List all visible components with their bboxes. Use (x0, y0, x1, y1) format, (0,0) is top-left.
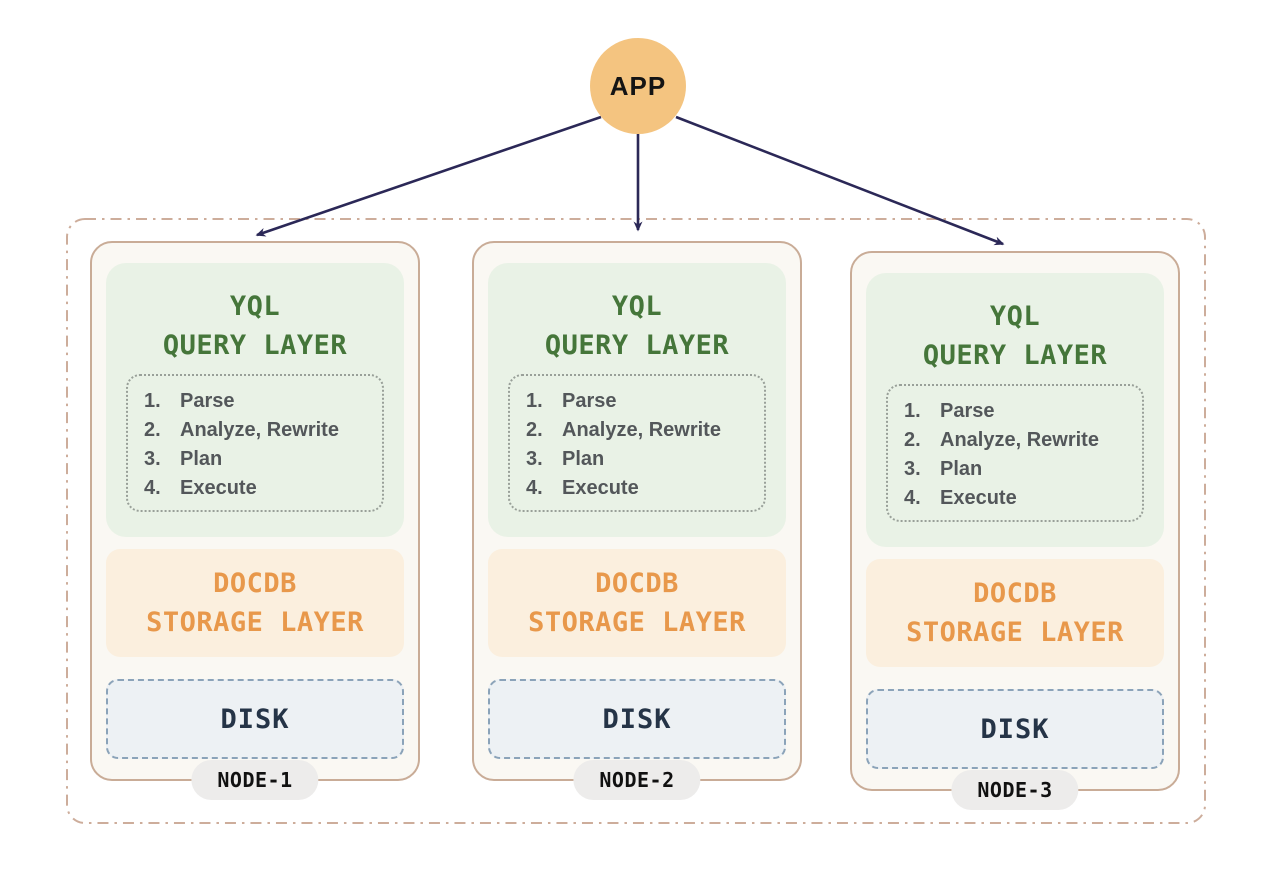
docdb-storage-layer: DOCDB STORAGE LAYER (488, 549, 786, 657)
step-label: Parse (180, 390, 235, 412)
storage-layer-title: DOCDB STORAGE LAYER (488, 564, 786, 642)
query-layer-title-line1: YQL (611, 291, 663, 322)
storage-layer-title-line1: DOCDB (595, 568, 679, 599)
step-label: Analyze, Rewrite (562, 419, 721, 441)
query-layer-title-line1: YQL (229, 291, 281, 322)
query-step: 2. Analyze, Rewrite (144, 416, 376, 445)
query-step: 3. Plan (904, 455, 1136, 484)
step-label: Execute (940, 487, 1017, 509)
query-step: 4. Execute (904, 484, 1136, 513)
disk-label: DISK (980, 713, 1050, 745)
node-name-label: NODE-2 (599, 768, 675, 792)
node-card-2: YQL QUERY LAYER 1. Parse 2. Analyze, Rew… (472, 241, 802, 800)
step-label: Analyze, Rewrite (180, 419, 339, 441)
disk-label: DISK (220, 703, 290, 735)
query-step: 1. Parse (904, 397, 1136, 426)
query-step: 4. Execute (526, 474, 758, 503)
query-steps-box: 1. Parse 2. Analyze, Rewrite 3. Plan 4. … (886, 384, 1144, 522)
node-card-1: YQL QUERY LAYER 1. Parse 2. Analyze, Rew… (90, 241, 420, 800)
app-label: APP (609, 70, 667, 101)
query-layer-title: YQL QUERY LAYER (106, 287, 404, 365)
query-layer-title: YQL QUERY LAYER (866, 297, 1164, 375)
step-label: Plan (940, 458, 983, 480)
docdb-storage-layer: DOCDB STORAGE LAYER (106, 549, 404, 657)
disk-box: DISK (488, 679, 786, 759)
query-step: 1. Parse (144, 387, 376, 416)
storage-layer-title: DOCDB STORAGE LAYER (106, 564, 404, 642)
yql-query-layer: YQL QUERY LAYER 1. Parse 2. Analyze, Rew… (488, 263, 786, 537)
step-number: 4. (904, 487, 921, 509)
step-label: Execute (562, 477, 639, 499)
node-name-pill: NODE-2 (573, 760, 701, 800)
query-step: 2. Analyze, Rewrite (526, 416, 758, 445)
query-step: 4. Execute (144, 474, 376, 503)
storage-layer-title-line1: DOCDB (973, 578, 1057, 609)
node-name-label: NODE-1 (217, 768, 293, 792)
arrow-app-to-node-3 (675, 115, 1005, 246)
storage-layer-title-line1: DOCDB (213, 568, 297, 599)
node-name-label: NODE-3 (977, 778, 1053, 802)
disk-box: DISK (106, 679, 404, 759)
query-layer-title-line2: QUERY LAYER (544, 330, 730, 361)
step-number: 1. (904, 400, 921, 422)
query-layer-title: YQL QUERY LAYER (488, 287, 786, 365)
node-name-pill: NODE-1 (191, 760, 319, 800)
yql-query-layer: YQL QUERY LAYER 1. Parse 2. Analyze, Rew… (106, 263, 404, 537)
yql-query-layer: YQL QUERY LAYER 1. Parse 2. Analyze, Rew… (866, 273, 1164, 547)
step-number: 2. (526, 419, 543, 441)
step-label: Execute (180, 477, 257, 499)
step-label: Plan (180, 448, 223, 470)
step-number: 3. (904, 458, 921, 480)
query-steps-box: 1. Parse 2. Analyze, Rewrite 3. Plan 4. … (126, 374, 384, 512)
storage-layer-title-line2: STORAGE LAYER (906, 617, 1124, 648)
storage-layer-title-line2: STORAGE LAYER (528, 607, 746, 638)
step-number: 1. (526, 390, 543, 412)
step-number: 2. (144, 419, 161, 441)
step-label: Plan (562, 448, 605, 470)
step-number: 4. (526, 477, 543, 499)
cluster-boundary (66, 218, 1206, 824)
step-number: 3. (144, 448, 161, 470)
step-number: 4. (144, 477, 161, 499)
node-card-3: YQL QUERY LAYER 1. Parse 2. Analyze, Rew… (850, 251, 1180, 810)
step-label: Parse (940, 400, 995, 422)
step-label: Parse (562, 390, 617, 412)
query-step: 3. Plan (144, 445, 376, 474)
query-steps-box: 1. Parse 2. Analyze, Rewrite 3. Plan 4. … (508, 374, 766, 512)
step-number: 3. (526, 448, 543, 470)
app-node: APP (590, 38, 686, 134)
storage-layer-title: DOCDB STORAGE LAYER (866, 574, 1164, 652)
query-layer-title-line1: YQL (989, 301, 1041, 332)
disk-box: DISK (866, 689, 1164, 769)
step-number: 1. (144, 390, 161, 412)
step-number: 2. (904, 429, 921, 451)
node-name-pill: NODE-3 (951, 770, 1079, 810)
storage-layer-title-line2: STORAGE LAYER (146, 607, 364, 638)
query-step: 2. Analyze, Rewrite (904, 426, 1136, 455)
query-layer-title-line2: QUERY LAYER (922, 340, 1108, 371)
query-step: 3. Plan (526, 445, 758, 474)
arrow-app-to-node-1 (255, 115, 602, 237)
step-label: Analyze, Rewrite (940, 429, 1099, 451)
query-layer-title-line2: QUERY LAYER (162, 330, 348, 361)
disk-label: DISK (602, 703, 672, 735)
docdb-storage-layer: DOCDB STORAGE LAYER (866, 559, 1164, 667)
query-step: 1. Parse (526, 387, 758, 416)
